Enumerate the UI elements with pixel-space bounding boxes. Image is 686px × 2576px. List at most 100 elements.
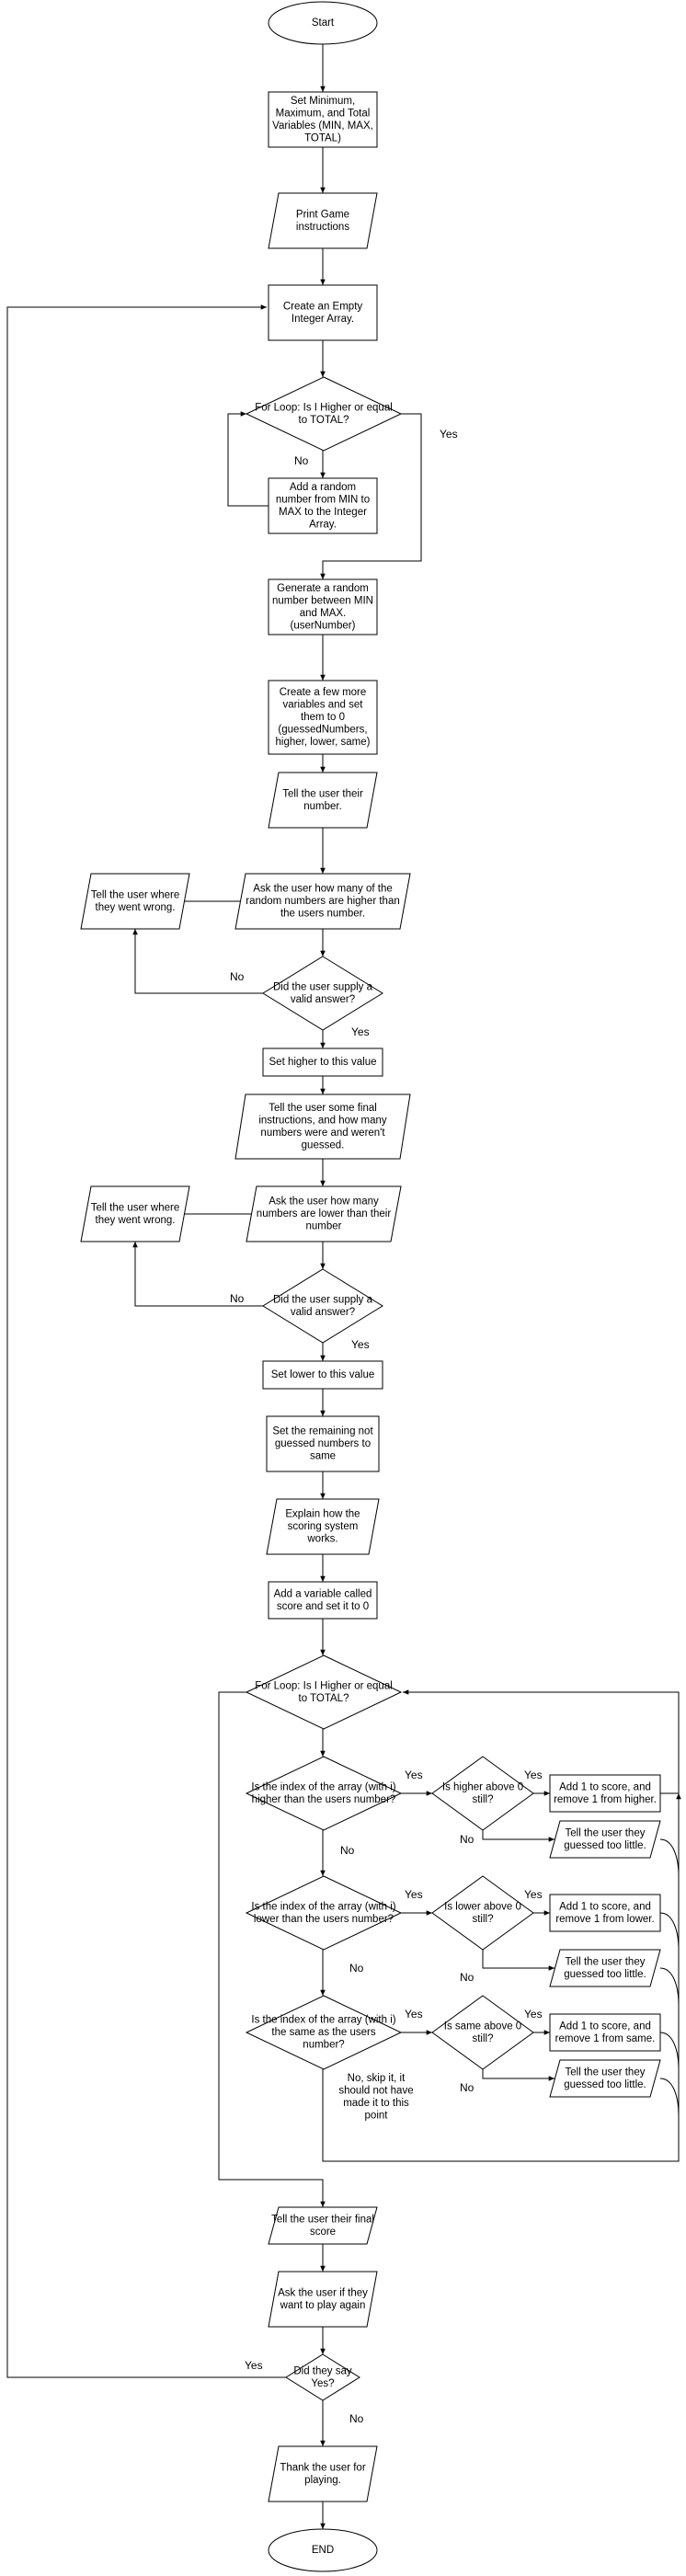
node-text-line: guessed numbers to [275,1438,371,1449]
node-text-line: Tell the user they [566,1827,646,1838]
decision-diamond [245,1995,403,2070]
decision-diamond [431,1995,534,2070]
process-box [268,284,378,341]
node-text-line: Tell the user they [566,1956,646,1967]
node-idx-lower: Is the index of the array (with i) lower … [245,1875,403,1951]
io-parallelogram [268,2445,378,2502]
node-text-line: Is the index of the array (with i) [251,1901,395,1912]
node-text-line: Is same above 0 [444,2021,521,2032]
node-text-line: Add a random [290,482,356,493]
node-idx-same: Is the index of the array (with i)the sa… [245,1995,403,2070]
connector-arrow [322,1793,681,2162]
connector-arrow [320,413,422,579]
node-text-line: Ask the user if they [278,2287,368,2298]
node-text-line: Yes? [311,2378,334,2389]
process-box [549,1894,661,1932]
process-box [268,578,378,635]
edge-label: No [349,1962,364,1975]
connector-lines [6,44,681,2529]
connector-curve [659,1912,680,1951]
node-text-line: instructions [296,222,349,233]
process-box [268,91,378,148]
node-text-line: same [310,1451,336,1462]
node-text-line: number. [303,801,342,812]
node-set-higher: Set higher to this value [262,1048,383,1077]
node-text-line: lower than the users number? [254,1914,394,1925]
node-text-line: Tell the user their [282,788,363,799]
edge-label: Yes [405,1888,423,1901]
node-text-line: Did the user supply a [273,981,373,992]
node-text-line: Tell the user their final [271,2214,374,2225]
io-parallelogram [234,1093,411,1160]
node-text-line: Ask the user how many [269,1196,379,1208]
node-text-line: number between MIN [272,595,373,606]
node-text-line: Tell the user where [91,1202,180,1213]
node-text-line: random numbers are higher than [246,896,400,907]
node-text-line: MAX to the Integer [279,507,367,518]
node-text-line: No, skip it, it [348,2073,406,2084]
node-text-line: number [306,1221,342,1232]
node-text-line: numbers were and weren't [260,1128,385,1139]
decision-diamond [245,1875,403,1951]
io-parallelogram [268,2206,378,2245]
node-text-line: still? [472,2033,493,2044]
process-box [262,1360,383,1390]
node-text-line: point [365,2110,389,2121]
edge-label: No [349,2412,364,2425]
node-text-line: Did the user supply a [273,1294,373,1305]
node-text-line: made it to this [343,2098,409,2109]
edge-label: Yes [245,2359,263,2372]
decision-diamond [245,1756,403,1831]
node-text-line: Maximum, and Total [276,108,371,119]
process-box [549,2013,661,2052]
edge-label: Yes [351,1338,370,1351]
node-text-line: playing. [304,2475,341,2486]
io-parallelogram [266,1498,380,1555]
node-text-line: Create an Empty [283,301,363,312]
edge-label: Yes [524,2008,543,2021]
node-text-line: Integer Array. [292,314,354,325]
node-text-line: number? [303,2040,344,2051]
node-text-line: to TOTAL? [299,1693,349,1704]
node-text-line: END [312,2545,334,2556]
node-text-line: Start [312,17,335,29]
node-text-line: remove 1 from lower. [555,1914,654,1925]
connector-arrow [227,411,269,507]
io-parallelogram [268,192,378,249]
edge-label: Yes [405,1769,423,1781]
node-text-line: Thank the user for [280,2462,365,2473]
node-set-vars: Set Minimum,Maximum, and TotalVariables … [268,91,378,148]
edge-label: No [340,1844,355,1857]
process-box [549,1774,661,1813]
node-text-line: and MAX. [300,608,347,619]
node-text-line: number from MIN to [276,494,370,505]
node-text-line: Variables (MIN, MAX, [272,120,373,132]
node-text-line: For Loop: Is I Higher or equal [255,1680,393,1691]
node-set-lower: Set lower to this value [262,1360,383,1390]
node-text-line: the same as the users [271,2027,375,2038]
connector-curve [659,2078,680,2116]
node-text-line: Add 1 to score, and [559,2021,651,2032]
node-final-score: Tell the user their final score [268,2206,378,2245]
node-text-line: works. [306,1534,337,1545]
node-text-line: instructions, and how many [258,1115,387,1126]
node-text-line: score [310,2227,336,2238]
node-text-line: Set lower to this value [271,1369,375,1380]
node-text-line: Array. [309,519,337,530]
node-for-loop-2: For Loop: Is I Higher or equal to TOTAL? [245,1654,403,1730]
node-text-line: still? [472,1914,493,1925]
io-parallelogram [549,1949,661,1987]
node-text-line: scoring system [288,1521,359,1532]
node-text-line: (userNumber) [291,620,356,631]
connector-arrow [482,1950,555,1971]
